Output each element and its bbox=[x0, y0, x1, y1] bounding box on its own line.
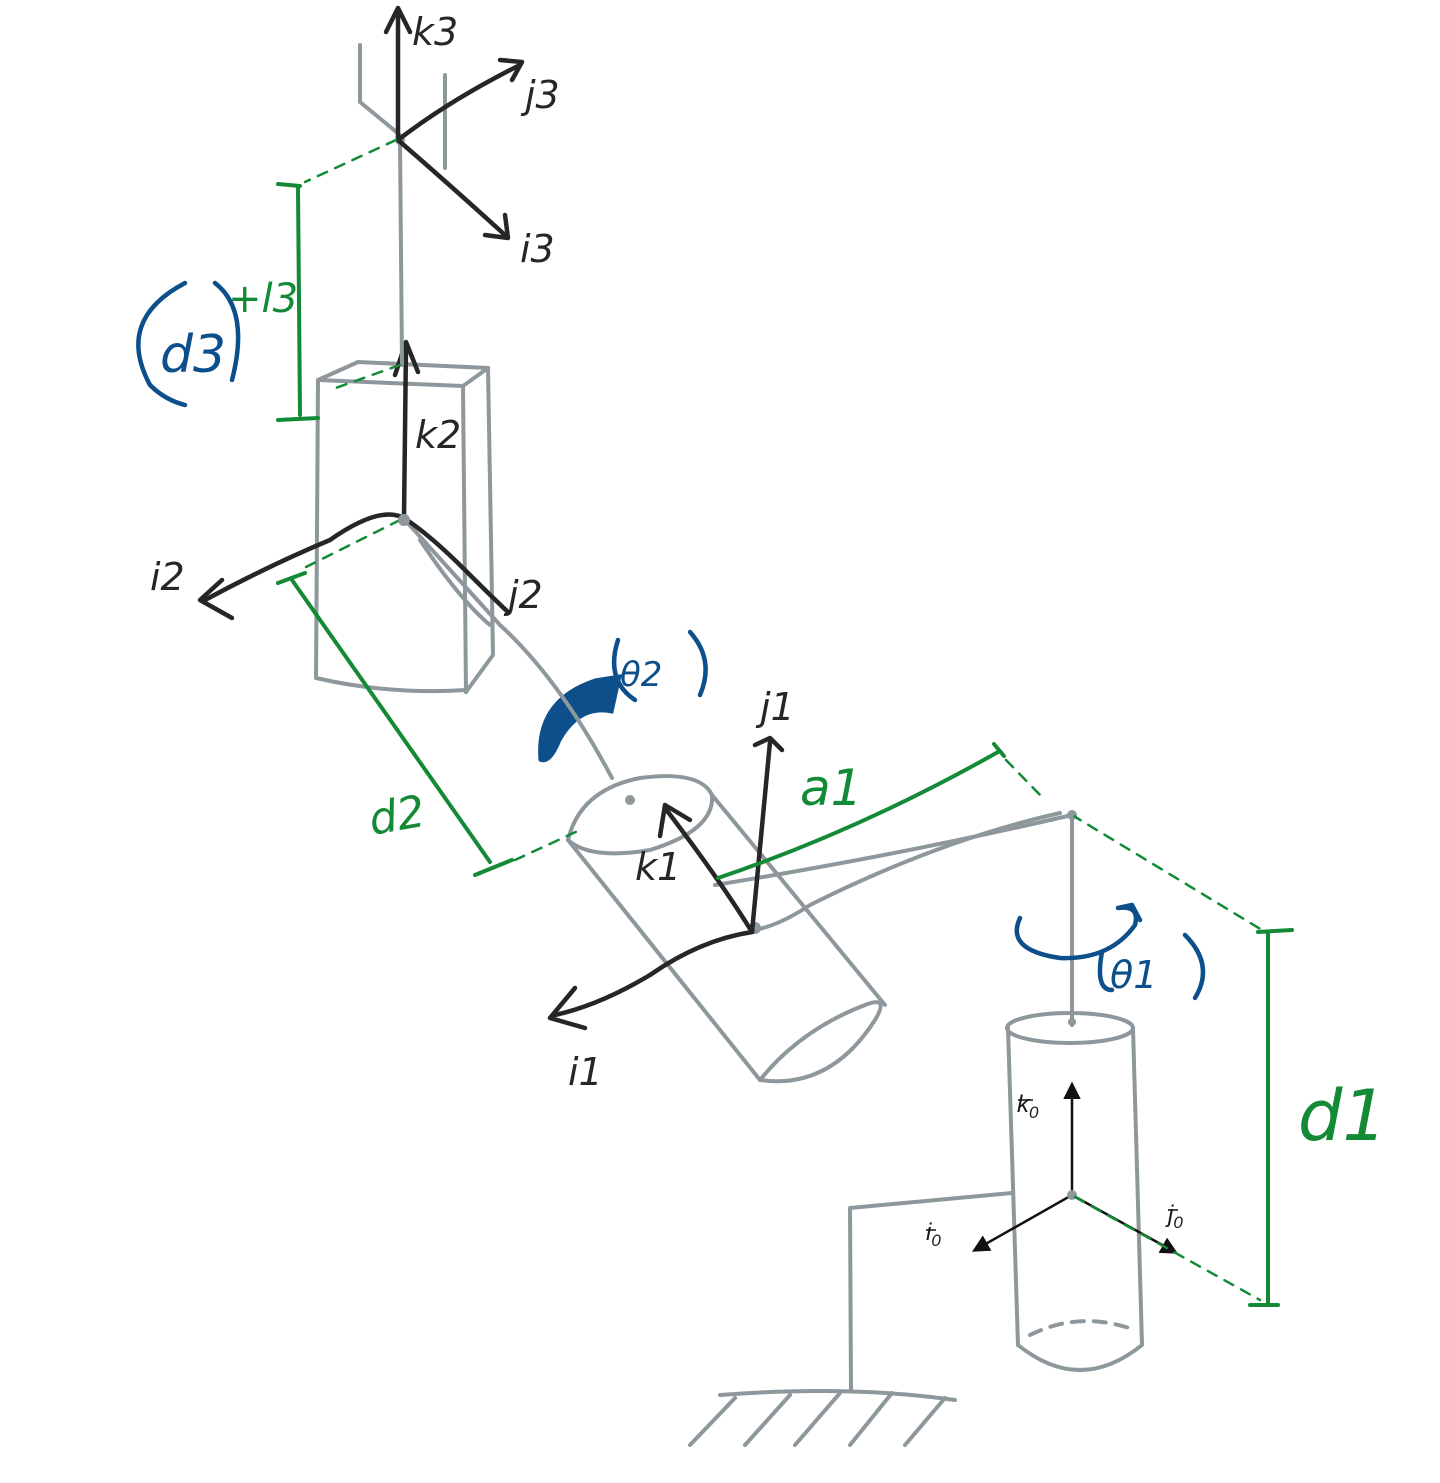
k2-label: k2 bbox=[415, 413, 461, 457]
link2-body bbox=[403, 518, 614, 780]
i1-label: i1 bbox=[568, 1050, 603, 1094]
ground-support bbox=[688, 1191, 1014, 1447]
link3-rod bbox=[358, 43, 447, 367]
joint2-cylinder bbox=[566, 774, 887, 1084]
a1-dimension: a1 bbox=[716, 742, 1047, 880]
d3-l3-dimension: d3 +l3 bbox=[136, 138, 402, 422]
d2-dimension: d2 bbox=[276, 518, 582, 877]
k0-label: k0 bbox=[1017, 1091, 1039, 1122]
d2-label: d2 bbox=[365, 786, 429, 846]
k1-label: k1 bbox=[635, 845, 681, 889]
k3-label: k3 bbox=[412, 10, 458, 54]
frame-2: k2 i2 j2 bbox=[150, 339, 543, 621]
j2-label: j2 bbox=[503, 573, 543, 617]
frame-3: k3 j3 i3 bbox=[383, 5, 560, 271]
frame-0: k0 i0 j0 bbox=[926, 1081, 1183, 1254]
theta2-rotation: θ2 bbox=[538, 629, 708, 763]
j1-label: j1 bbox=[755, 685, 795, 729]
j3-label: j3 bbox=[520, 73, 560, 117]
d1-label: d1 bbox=[1298, 1075, 1387, 1157]
prismatic-block bbox=[314, 360, 495, 694]
l3-label: +l3 bbox=[228, 276, 298, 322]
theta1-rotation: θ1 bbox=[1014, 902, 1206, 1001]
i2-label: i2 bbox=[150, 555, 185, 599]
i0-arrow bbox=[971, 1193, 1073, 1252]
d3-label: d3 bbox=[160, 325, 226, 385]
theta1-label: θ1 bbox=[1110, 953, 1157, 997]
theta2-label: θ2 bbox=[620, 655, 662, 695]
d1-dimension: d1 bbox=[1070, 813, 1387, 1307]
j0-label: j0 bbox=[1165, 1201, 1183, 1232]
link1-arm bbox=[713, 811, 1074, 932]
base-cylinder bbox=[1005, 810, 1144, 1372]
a1-label: a1 bbox=[800, 759, 862, 817]
frame-1: j1 k1 i1 bbox=[547, 685, 795, 1094]
i3-label: i3 bbox=[520, 227, 555, 271]
i0-label: i0 bbox=[926, 1219, 941, 1250]
